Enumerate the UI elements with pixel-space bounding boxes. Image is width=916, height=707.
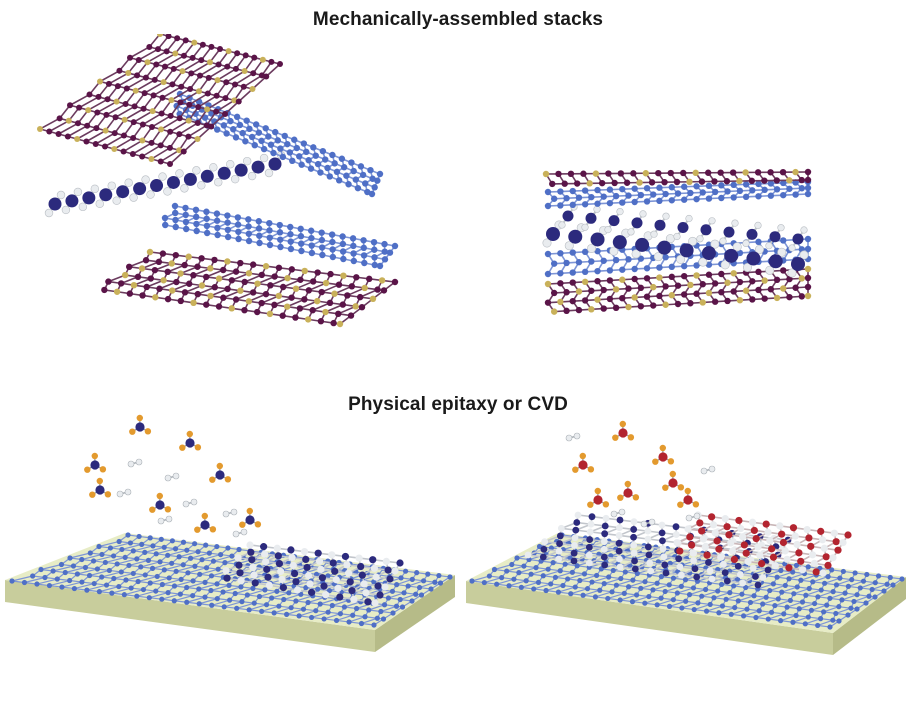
precursor-molecule	[194, 512, 217, 533]
precursor-molecule	[617, 480, 640, 501]
layer-heavy-atoms	[44, 150, 286, 218]
precursor-dimer	[182, 498, 198, 508]
epitaxy-single-layer-illustration	[5, 414, 455, 652]
precursor-dimer	[565, 432, 581, 442]
precursor-molecule	[612, 420, 635, 441]
stack-heavy-atoms-back	[558, 203, 808, 252]
precursor-dimer	[640, 518, 656, 528]
precursor-molecule	[677, 487, 700, 508]
hbn-monolayer	[469, 532, 905, 630]
precursor-molecule	[587, 487, 610, 508]
precursor-dimer	[164, 472, 180, 482]
panel-divider	[458, 415, 460, 707]
heading-physical-epitaxy: Physical epitaxy or CVD	[348, 394, 568, 415]
precursor-molecule	[89, 477, 112, 498]
precursor-molecule	[652, 444, 675, 465]
grown-second-layer	[674, 511, 852, 577]
precursor-molecule	[572, 452, 595, 473]
assembled-stack-illustration	[542, 168, 812, 315]
stack-tmd-top	[542, 168, 812, 188]
precursor-dimer	[232, 528, 248, 538]
precursor-molecule	[149, 492, 172, 513]
layer-hbn-lower	[161, 202, 399, 270]
precursor-dimer	[610, 508, 626, 518]
grown-tmd-island	[222, 541, 404, 607]
precursor-molecule	[239, 507, 262, 528]
layer-bottom-tmd	[101, 248, 399, 328]
precursor-molecule	[129, 414, 152, 435]
layer-top-tmd	[37, 34, 283, 167]
stack-hbn-lower	[544, 235, 812, 278]
precursor-molecule	[179, 430, 202, 451]
heading-mechanically-assembled: Mechanically-assembled stacks	[312, 9, 604, 30]
precursor-dimer	[222, 508, 238, 518]
precursor-molecule	[209, 462, 232, 483]
stack-hbn-upper	[544, 178, 812, 210]
exploded-stack-illustration	[37, 34, 399, 328]
precursor-dimer	[127, 458, 143, 468]
precursor-molecule	[84, 452, 107, 473]
precursor-dimer	[116, 488, 132, 498]
precursor-dimer	[700, 465, 716, 475]
stack-tmd-bottom	[544, 265, 812, 315]
precursor-dimer	[685, 512, 701, 522]
epitaxy-double-layer-illustration	[466, 420, 906, 655]
precursor-dimer	[157, 515, 173, 525]
precursor-molecule	[662, 470, 685, 491]
